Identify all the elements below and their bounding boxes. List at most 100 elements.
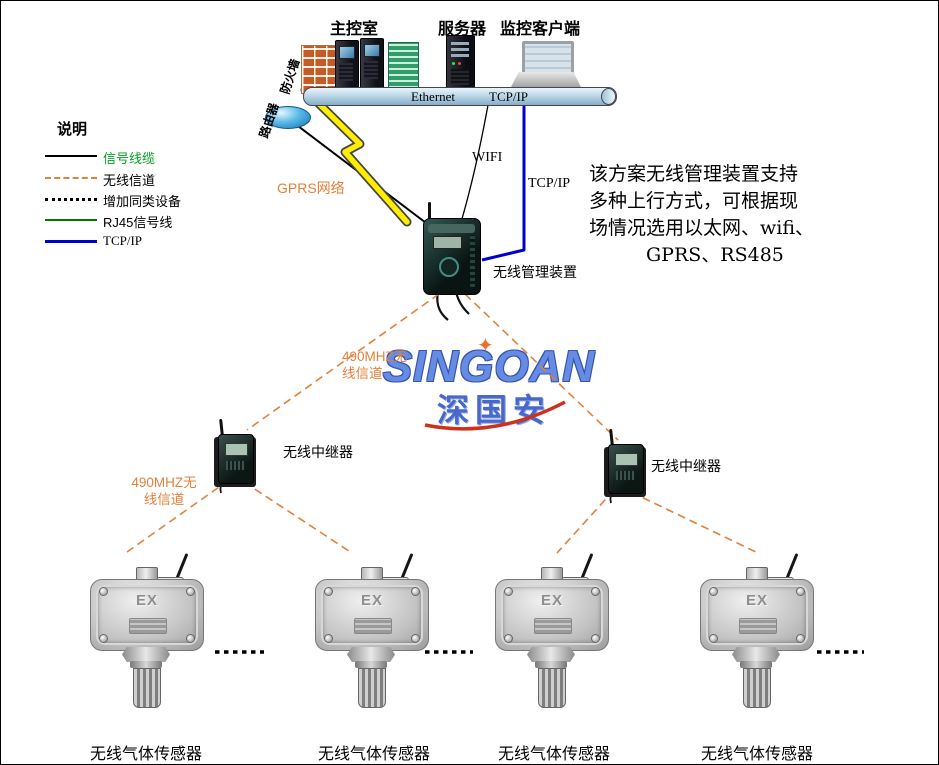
note-line: 该方案无线管理装置支持 bbox=[589, 163, 799, 185]
bus-ethernet-label: Ethernet bbox=[411, 89, 456, 104]
manager-label: 无线管理装置 bbox=[493, 264, 577, 280]
pc-tower-icon bbox=[335, 40, 359, 92]
legend-title: 说明 bbox=[57, 121, 88, 138]
server-led-red bbox=[458, 62, 461, 65]
manager-antenna-icon bbox=[428, 202, 431, 219]
wifi-link-line bbox=[458, 104, 489, 230]
legend-line-add-device bbox=[45, 198, 97, 201]
bolt-icon bbox=[504, 634, 513, 643]
server-label: 服务器 bbox=[438, 21, 487, 38]
legend-label-rj45: RJ45信号线 bbox=[103, 215, 173, 230]
gas-sensor-4: EX bbox=[696, 551, 816, 711]
solution-note: 该方案无线管理装置支持 多种上行方式，可根据现 场情况选用以太网、wifi、 G… bbox=[589, 161, 857, 269]
sensor-probe bbox=[538, 668, 566, 708]
sensor-body: EX bbox=[700, 579, 814, 651]
link-manager-repeater1 bbox=[246, 293, 440, 431]
pc-screen bbox=[364, 44, 380, 57]
pc-tower-icon bbox=[360, 38, 384, 90]
sensor-1-label: 无线气体传感器 bbox=[89, 746, 202, 763]
sensor-hex-nut bbox=[527, 647, 575, 662]
manager-cable-1 bbox=[436, 291, 449, 321]
bolt-icon bbox=[411, 587, 420, 596]
bolt-icon bbox=[324, 634, 333, 643]
pc-screen bbox=[339, 46, 355, 59]
channel-label-1: 490MHZ无 线信道 bbox=[342, 349, 408, 381]
laptop-icon bbox=[509, 41, 583, 91]
ex-mark: EX bbox=[135, 592, 158, 609]
bolt-icon bbox=[709, 634, 718, 643]
sensor-hex-nut bbox=[347, 647, 395, 662]
bolt-icon bbox=[591, 587, 600, 596]
manager-screen bbox=[433, 236, 462, 249]
bolt-icon bbox=[186, 587, 195, 596]
tcpip-mid-label: TCP/IP bbox=[528, 176, 571, 191]
bolt-icon bbox=[796, 587, 805, 596]
link-manager-repeater2 bbox=[464, 293, 619, 441]
sensor-nameplate bbox=[739, 618, 777, 634]
sensor-4-label: 无线气体传感器 bbox=[700, 746, 813, 763]
laptop-screen bbox=[522, 41, 574, 77]
sensor-body: EX bbox=[495, 579, 609, 651]
note-line: GPRS、RS485 bbox=[646, 244, 784, 266]
bus-end-cap bbox=[601, 88, 616, 105]
repeater-screen bbox=[615, 453, 638, 466]
manager-sensor-knob bbox=[439, 257, 459, 277]
legend-label-signal-cable: 信号线缆 bbox=[103, 151, 156, 166]
link-repeater2-sensor4 bbox=[630, 491, 759, 554]
bolt-icon bbox=[591, 634, 600, 643]
repeater-body bbox=[218, 434, 254, 484]
gas-sensor-3: EX bbox=[491, 551, 611, 711]
wireless-repeater-1 bbox=[213, 418, 257, 495]
bolt-icon bbox=[324, 587, 333, 596]
legend-line-tcpip bbox=[45, 240, 97, 243]
gas-sensor-2: EX bbox=[311, 551, 431, 711]
bolt-icon bbox=[504, 587, 513, 596]
sensor-probe bbox=[133, 668, 161, 708]
client-label: 监控客户端 bbox=[500, 21, 581, 38]
pc-vents bbox=[364, 61, 378, 79]
firewall-icon bbox=[301, 45, 336, 94]
sensor-nameplate bbox=[354, 618, 392, 634]
repeater-1-label: 无线中继器 bbox=[283, 444, 353, 460]
legend-label-wireless-channel: 无线信道 bbox=[103, 173, 156, 188]
sensor-hex-nut bbox=[732, 647, 780, 662]
legend-line-signal-cable bbox=[45, 155, 97, 157]
manager-body bbox=[423, 218, 481, 295]
sensor-2-label: 无线气体传感器 bbox=[317, 746, 430, 763]
gprs-lightning-icon bbox=[302, 87, 410, 225]
note-line: 场情况选用以太网、wifi、 bbox=[589, 217, 815, 239]
legend-line-rj45 bbox=[45, 219, 97, 221]
wifi-label: WIFI bbox=[472, 150, 503, 165]
channel-label-2: 490MHZ无 线信道 bbox=[131, 475, 197, 507]
server-icon bbox=[446, 35, 475, 91]
brand-star-icon: ✦ bbox=[477, 335, 494, 357]
pc-vents bbox=[339, 63, 353, 81]
bus-tcpip-label: TCP/IP bbox=[489, 89, 529, 104]
bolt-icon bbox=[99, 587, 108, 596]
ex-mark: EX bbox=[540, 592, 563, 609]
ex-mark: EX bbox=[745, 592, 768, 609]
gprs-network-label: GPRS网络 bbox=[277, 180, 345, 196]
sensor-body: EX bbox=[90, 579, 204, 651]
sensor-nameplate bbox=[534, 618, 572, 634]
legend-line-wireless-channel bbox=[45, 177, 97, 179]
control-room-pc-icon bbox=[335, 35, 419, 93]
brand-watermark-cn: 深国安 bbox=[436, 392, 551, 428]
bolt-icon bbox=[796, 634, 805, 643]
brand-watermark: SINGOAN bbox=[382, 342, 596, 391]
ethernet-bus bbox=[303, 87, 617, 106]
ex-mark: EX bbox=[360, 592, 383, 609]
repeater-2-label: 无线中继器 bbox=[651, 458, 721, 474]
sensor-3-label: 无线气体传感器 bbox=[497, 746, 610, 763]
bolt-icon bbox=[99, 634, 108, 643]
wireless-links-group bbox=[126, 293, 759, 554]
link-repeater1-sensor1 bbox=[126, 479, 230, 553]
brand-swoosh bbox=[424, 400, 566, 431]
note-line: 多种上行方式，可根据现 bbox=[589, 190, 799, 212]
sensor-nameplate bbox=[129, 618, 167, 634]
wireless-manager-device bbox=[423, 202, 481, 295]
repeater-body bbox=[608, 444, 644, 494]
building-icon bbox=[388, 42, 419, 93]
bolt-icon bbox=[186, 634, 195, 643]
